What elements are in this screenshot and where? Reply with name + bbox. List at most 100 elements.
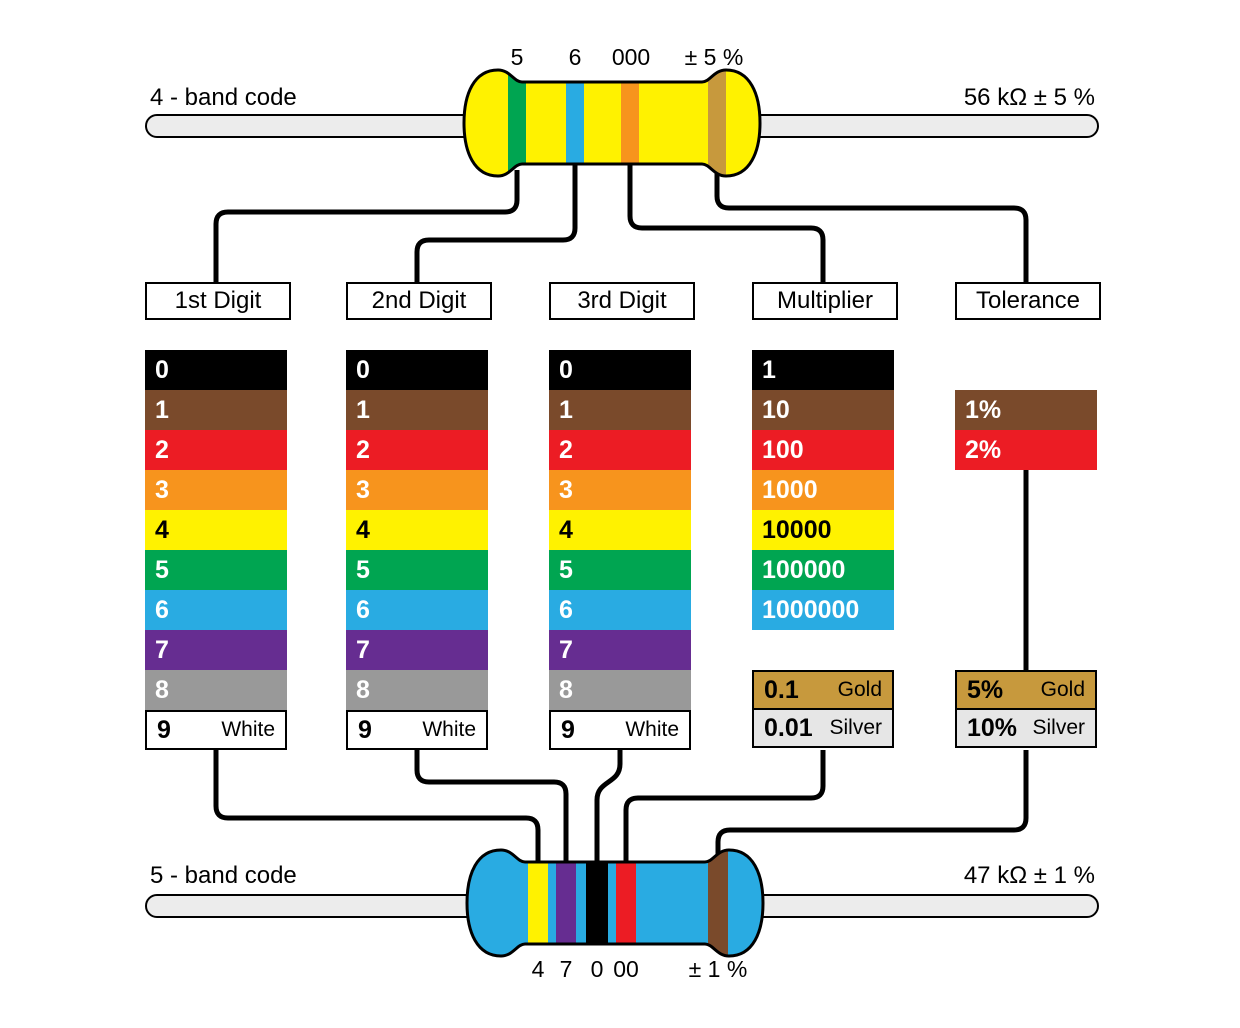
digit-label: 4 xyxy=(356,515,370,544)
digit-label: 3 xyxy=(356,475,370,504)
digit-label: 6 xyxy=(155,595,169,624)
digit-label: 2 xyxy=(155,435,169,464)
band-3rd-digit-black xyxy=(586,850,608,956)
digit-label: 8 xyxy=(559,675,573,704)
multiplier-label: 0.1 xyxy=(764,675,799,704)
color-row-blue: 6 xyxy=(549,590,691,630)
digit-label: 1 xyxy=(155,395,169,424)
line-multiplier-to-red xyxy=(623,750,826,872)
top-annotation-digit1: 5 xyxy=(510,44,524,70)
header-3rd-digit: 3rd Digit xyxy=(549,282,695,320)
column-tolerance: 1% 2% xyxy=(955,390,1097,470)
color-row-white: 9 White xyxy=(549,710,691,750)
band-2nd-digit-violet xyxy=(556,850,576,956)
digit-label: 9 xyxy=(358,715,372,744)
multiplier-row-orange: 1000 xyxy=(752,470,894,510)
color-note: White xyxy=(221,718,275,741)
top-annotation-tolerance: ± 5 % xyxy=(684,44,744,70)
bottom-annotation-multiplier: 00 xyxy=(613,956,639,982)
multiplier-row-brown: 10 xyxy=(752,390,894,430)
digit-label: 5 xyxy=(356,555,370,584)
header-2nd-digit: 2nd Digit xyxy=(346,282,492,320)
top-resistor-body xyxy=(464,70,760,176)
color-row-green: 5 xyxy=(549,550,691,590)
digit-label: 2 xyxy=(356,435,370,464)
column-multiplier: 1 10 100 1000 10000 100000 1000000 xyxy=(752,350,894,630)
line-green-to-1st-digit xyxy=(213,170,520,282)
digit-label: 8 xyxy=(155,675,169,704)
tolerance-label: 10% xyxy=(967,713,1018,742)
digit-label: 6 xyxy=(559,595,573,624)
color-row-white: 9 White xyxy=(145,710,287,750)
tolerance-extra: 5%Gold 10% Silver xyxy=(955,670,1097,748)
band-1st-digit-yellow xyxy=(528,850,548,956)
color-row-orange: 3 xyxy=(549,470,691,510)
bottom-annotation-tolerance: ± 1 % xyxy=(688,956,748,982)
bottom-value-label: 47 kΩ ± 1 % xyxy=(963,862,1095,889)
bottom-code-label: 5 - band code xyxy=(150,862,297,889)
digit-label: 3 xyxy=(559,475,573,504)
color-row-orange: 3 xyxy=(145,470,287,510)
color-row-gray: 8 xyxy=(145,670,287,710)
digit-label: 4 xyxy=(559,515,573,544)
bottom-annotation-digit1: 4 xyxy=(531,956,545,982)
color-row-yellow: 4 xyxy=(346,510,488,550)
line-1st-digit-to-yellow xyxy=(213,750,541,872)
multiplier-label: 100 xyxy=(762,435,804,464)
top-annotation-digit2: 6 xyxy=(568,44,582,70)
line-3rd-digit-to-black xyxy=(594,750,623,872)
color-row-black: 0 xyxy=(346,350,488,390)
band-2nd-digit-blue xyxy=(566,70,584,176)
line-blue-to-2nd-digit xyxy=(414,162,578,282)
tolerance-label: 1% xyxy=(965,395,1002,424)
column-2nd-digit: 0 1 2 3 4 5 6 7 8 9 White xyxy=(346,350,488,750)
tolerance-label: 2% xyxy=(965,435,1002,464)
multiplier-row-green: 100000 xyxy=(752,550,894,590)
color-row-brown: 1 xyxy=(549,390,691,430)
tolerance-row-gold: 5%Gold xyxy=(955,670,1097,710)
tolerance-row-brown: 1% xyxy=(955,390,1097,430)
tolerance-row-silver: 10% Silver xyxy=(955,708,1097,748)
color-note: Silver xyxy=(1032,716,1085,739)
color-note: White xyxy=(422,718,476,741)
band-tolerance-brown xyxy=(708,850,728,956)
color-row-violet: 7 xyxy=(346,630,488,670)
digit-label: 9 xyxy=(561,715,575,744)
top-annotation-multiplier: 000 xyxy=(611,44,651,70)
color-note: White xyxy=(625,718,679,741)
digit-label: 5 xyxy=(155,555,169,584)
bottom-annotation-digit2: 7 xyxy=(559,956,573,982)
color-row-green: 5 xyxy=(145,550,287,590)
multiplier-label: 1000 xyxy=(762,475,818,504)
header-1st-digit: 1st Digit xyxy=(145,282,291,320)
multiplier-label: 100000 xyxy=(762,555,846,584)
color-note: Gold xyxy=(1040,678,1085,701)
color-note: Silver xyxy=(829,716,882,739)
digit-label: 1 xyxy=(356,395,370,424)
top-resistor-outline xyxy=(462,68,762,178)
color-note: Gold xyxy=(837,678,882,701)
header-tolerance: Tolerance xyxy=(955,282,1101,320)
digit-label: 6 xyxy=(356,595,370,624)
top-value-label: 56 kΩ ± 5 % xyxy=(963,84,1095,111)
band-tolerance-gold xyxy=(708,70,726,176)
digit-label: 9 xyxy=(157,715,171,744)
color-row-black: 0 xyxy=(549,350,691,390)
color-row-gray: 8 xyxy=(346,670,488,710)
multiplier-label: 1000000 xyxy=(762,595,860,624)
header-multiplier: Multiplier xyxy=(752,282,898,320)
color-row-yellow: 4 xyxy=(549,510,691,550)
color-row-blue: 6 xyxy=(346,590,488,630)
band-multiplier-red xyxy=(616,850,636,956)
digit-label: 3 xyxy=(155,475,169,504)
multiplier-row-black: 1 xyxy=(752,350,894,390)
multiplier-row-gold: 0.1 Gold xyxy=(752,670,894,710)
multiplier-label: 10000 xyxy=(762,515,832,544)
line-tolerance-to-brown xyxy=(715,750,1029,872)
tolerance-row-red: 2% xyxy=(955,430,1097,470)
color-row-white: 9 White xyxy=(346,710,488,750)
